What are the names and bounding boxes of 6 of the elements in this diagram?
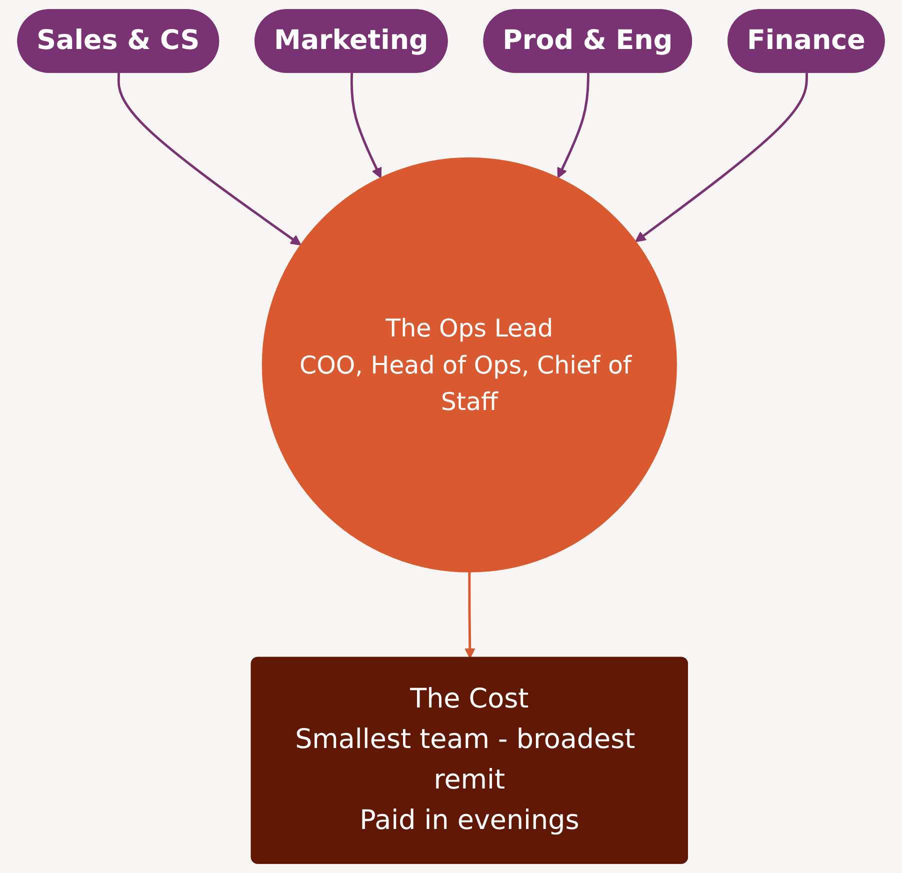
arrow xyxy=(557,72,590,178)
arrow xyxy=(635,72,808,242)
arrow xyxy=(464,572,476,659)
node-circle: The Ops Lead COO, Head of Ops, Chief of Staff xyxy=(262,157,677,572)
arrow xyxy=(117,72,302,246)
arrow xyxy=(350,72,382,178)
